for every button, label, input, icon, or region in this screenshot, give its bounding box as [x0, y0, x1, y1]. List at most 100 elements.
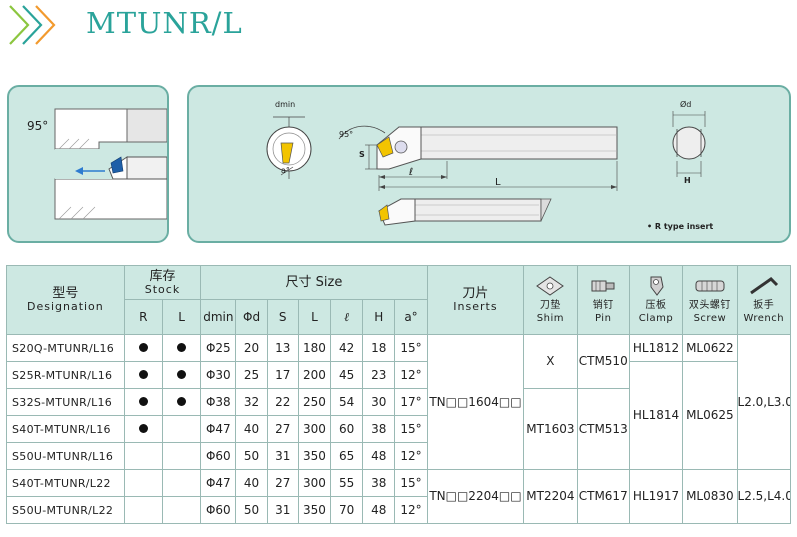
stock-dot [138, 342, 148, 352]
header-H: H [362, 299, 396, 335]
insert-note: • R type insert [647, 222, 714, 231]
screw-cell: ML0622 [682, 334, 738, 362]
L-cell: 350 [297, 442, 332, 470]
d-cell: 32 [235, 388, 268, 416]
stock-l-cell [161, 496, 202, 524]
header-l: ℓ [329, 299, 364, 335]
stock-r-cell [123, 334, 163, 362]
stock-l-cell [161, 388, 202, 416]
stock-l-cell [161, 469, 202, 497]
dmin-cell: Φ47 [200, 415, 237, 443]
dmin-cell: Φ60 [200, 496, 237, 524]
l-cell: 55 [329, 469, 364, 497]
H-cell: 23 [362, 361, 396, 389]
overall-length-label: L [495, 177, 501, 188]
s-cell: 31 [266, 442, 299, 470]
l-dimension-label: ℓ [409, 167, 414, 178]
header-clamp: 压板 Clamp [628, 265, 684, 335]
clamp-cell: HL1917 [628, 469, 684, 524]
header-L: L [297, 299, 332, 335]
shim-cell: X [523, 334, 578, 389]
bore-section-drawing [54, 108, 167, 220]
l-cell: 42 [329, 334, 364, 362]
drawing-panel-right: dmin a° 95° S ℓ L Ød H • R type insert [187, 85, 791, 243]
designation-cell: S20Q-MTUNR/L16 [6, 334, 125, 362]
stock-r-cell [123, 469, 163, 497]
page-title: MTUNR/L [86, 6, 243, 40]
shim-icon [536, 276, 565, 296]
d-cell: 50 [235, 442, 268, 470]
wrench-icon [749, 277, 778, 295]
H-cell: 18 [362, 334, 396, 362]
header-stock: 库存 Stock [123, 265, 202, 300]
header-inserts: 刀片 Inserts [426, 265, 525, 335]
stock-l-cell [161, 415, 202, 443]
insert-cell: TN□□2204□□ [426, 469, 525, 524]
screw-icon [695, 280, 725, 292]
d-cell: 25 [235, 361, 268, 389]
clamp-icon [650, 276, 664, 296]
dmin-cell: Φ30 [200, 361, 237, 389]
L-cell: 300 [297, 469, 332, 497]
s-dimension-label: S [359, 150, 365, 159]
l-cell: 45 [329, 361, 364, 389]
L-cell: 350 [297, 496, 332, 524]
stock-l-cell [161, 334, 202, 362]
shim-cell: MT2204 [523, 469, 578, 524]
insert-cell: TN□□1604□□ [426, 334, 525, 470]
L-cell: 180 [297, 334, 332, 362]
stock-dot [177, 396, 187, 406]
chevron-right-icon [9, 5, 56, 45]
stock-dot [138, 423, 148, 433]
header-designation: 型号 Designation [6, 265, 125, 335]
alpha-cell: 17° [394, 388, 428, 416]
header-stock-l: L [161, 299, 202, 335]
d-cell: 40 [235, 415, 268, 443]
header-dmin: dmin [200, 299, 237, 335]
header-stock-r: R [123, 299, 163, 335]
designation-cell: S32S-MTUNR/L16 [6, 388, 125, 416]
clamp-cell: HL1812 [628, 334, 684, 362]
pin-cell: CTM617 [576, 469, 630, 524]
pin-cell: CTM510 [576, 334, 630, 389]
s-cell: 31 [266, 496, 299, 524]
stock-dot [138, 396, 148, 406]
dmin-cell: Φ47 [200, 469, 237, 497]
header-screw: 双头螺钉 Screw [682, 265, 738, 335]
header-shim: 刀垫 Shim [523, 265, 578, 335]
l-cell: 60 [329, 415, 364, 443]
stock-r-cell [123, 442, 163, 470]
designation-cell: S50U-MTUNR/L16 [6, 442, 125, 470]
header-pin: 销钉 Pin [576, 265, 630, 335]
header-s: S [266, 299, 299, 335]
H-cell: 30 [362, 388, 396, 416]
L-cell: 300 [297, 415, 332, 443]
designation-cell: S50U-MTUNR/L22 [6, 496, 125, 524]
stock-dot [177, 369, 187, 379]
header-alpha: a° [394, 299, 428, 335]
wrench-cell: L2.5,L4.0 [736, 469, 792, 524]
pin-cell: CTM513 [576, 388, 630, 470]
shank-diameter-label: Ød [680, 100, 692, 109]
stock-dot [177, 342, 187, 352]
d-cell: 50 [235, 496, 268, 524]
dmin-cell: Φ60 [200, 442, 237, 470]
shim-cell: MT1603 [523, 388, 578, 470]
stock-r-cell [123, 496, 163, 524]
alpha-cell: 12° [394, 442, 428, 470]
shank-height-label: H [684, 176, 691, 185]
dmin-label: dmin [275, 100, 296, 109]
s-cell: 17 [266, 361, 299, 389]
H-cell: 48 [362, 442, 396, 470]
stock-l-cell [161, 442, 202, 470]
designation-cell: S40T-MTUNR/L16 [6, 415, 125, 443]
stock-l-cell [161, 361, 202, 389]
screw-cell: ML0625 [682, 361, 738, 470]
designation-cell: S25R-MTUNR/L16 [6, 361, 125, 389]
